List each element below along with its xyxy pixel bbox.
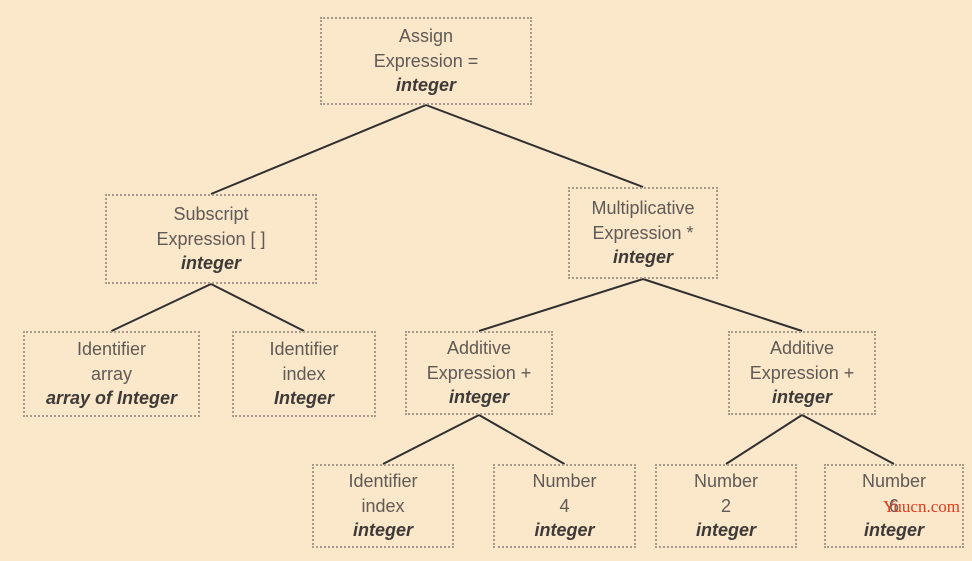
node-kind: Additive [446, 338, 512, 359]
tree-edge [801, 414, 895, 465]
tree-edge [382, 414, 480, 465]
watermark: Yuucn.com [883, 497, 960, 516]
node-type: integer [695, 520, 756, 541]
tree-edge [478, 414, 565, 465]
tree-edge [725, 414, 803, 465]
node-kind: Identifier [269, 339, 339, 360]
node-number-6: Number 6 integer [824, 464, 964, 548]
node-identifier-index: Identifier index Integer [232, 331, 376, 417]
node-type: integer [612, 247, 673, 268]
node-kind: Identifier [76, 339, 147, 360]
node-multiplicative-expression: Multiplicative Expression * integer [568, 187, 718, 279]
tree-edge [478, 278, 644, 332]
node-additive-expression: Additive Expression + integer [405, 331, 553, 415]
node-type: integer [771, 387, 832, 408]
node-kind: Number [861, 471, 927, 492]
node-kind: Number [693, 471, 759, 492]
node-detail: 4 [559, 495, 570, 516]
tree-edge [210, 283, 305, 332]
node-number-4: Number 4 integer [493, 464, 636, 548]
node-detail: index [282, 363, 326, 384]
node-type: Integer [273, 388, 334, 409]
node-identifier-array: Identifier array array of Integer [23, 331, 200, 417]
node-assign-expression: Assign Expression = integer [320, 17, 532, 105]
node-type: array of Integer [45, 388, 178, 409]
node-additive-expression: Additive Expression + integer [728, 331, 876, 415]
node-kind: Assign [398, 26, 454, 47]
tree-edge [210, 104, 427, 195]
tree-edge [642, 278, 803, 332]
node-kind: Number [532, 471, 597, 492]
node-detail: 2 [720, 495, 731, 516]
node-detail: Expression * [592, 222, 694, 243]
node-type: integer [863, 520, 924, 541]
node-kind: Subscript [173, 204, 249, 225]
node-detail: array [90, 363, 132, 384]
node-type: integer [395, 75, 456, 96]
node-kind: Additive [769, 338, 835, 359]
node-detail: Expression [ ] [156, 228, 266, 249]
node-number-2: Number 2 integer [655, 464, 797, 548]
tree-edge [111, 283, 212, 332]
node-kind: Identifier [348, 471, 418, 492]
node-type: integer [180, 253, 241, 274]
node-detail: Expression + [426, 362, 532, 383]
node-kind: Multiplicative [591, 198, 695, 219]
node-type: integer [534, 520, 595, 541]
node-type: integer [352, 520, 413, 541]
node-identifier-index: Identifier index integer [312, 464, 454, 548]
node-subscript-expression: Subscript Expression [ ] integer [105, 194, 317, 284]
node-detail: 6 [888, 495, 899, 516]
tree-edge [425, 104, 644, 188]
node-type: integer [448, 387, 509, 408]
node-detail: Expression = [373, 50, 479, 71]
node-detail: index [361, 495, 405, 516]
node-detail: Expression + [749, 362, 855, 383]
